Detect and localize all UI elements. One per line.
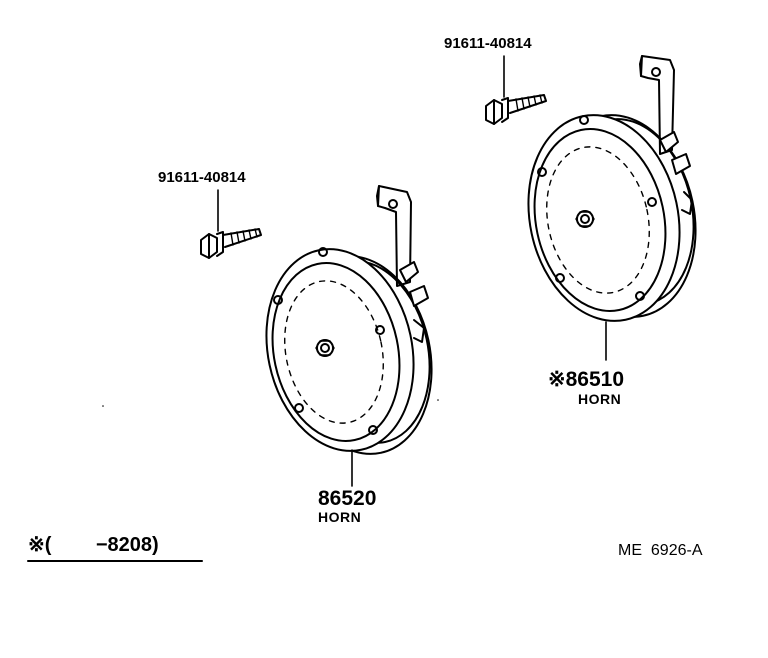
bolt-upper-right bbox=[485, 55, 547, 125]
note-text: ( −8208) bbox=[44, 534, 159, 556]
part-name-horn-86510: HORN bbox=[578, 391, 622, 407]
horn-86520 bbox=[265, 185, 433, 487]
marker-symbol: ※ bbox=[548, 368, 566, 391]
horn-86510 bbox=[527, 55, 697, 361]
bolt-left bbox=[200, 189, 262, 259]
part-number-horn-86520: 86520 bbox=[318, 487, 377, 510]
part-number-bolt-upper: 91611-40814 bbox=[444, 35, 532, 52]
part-number-bolt-left: 91611-40814 bbox=[158, 169, 246, 186]
part-name-horn-86520: HORN bbox=[318, 509, 362, 525]
part-number-horn-86510: ※86510 bbox=[548, 369, 624, 390]
diagram-code: ME 6926-A bbox=[618, 542, 703, 559]
note-symbol: ※ bbox=[28, 534, 45, 556]
part-number: 86510 bbox=[565, 368, 625, 391]
applicability-note: ※( −8208) bbox=[28, 535, 159, 555]
